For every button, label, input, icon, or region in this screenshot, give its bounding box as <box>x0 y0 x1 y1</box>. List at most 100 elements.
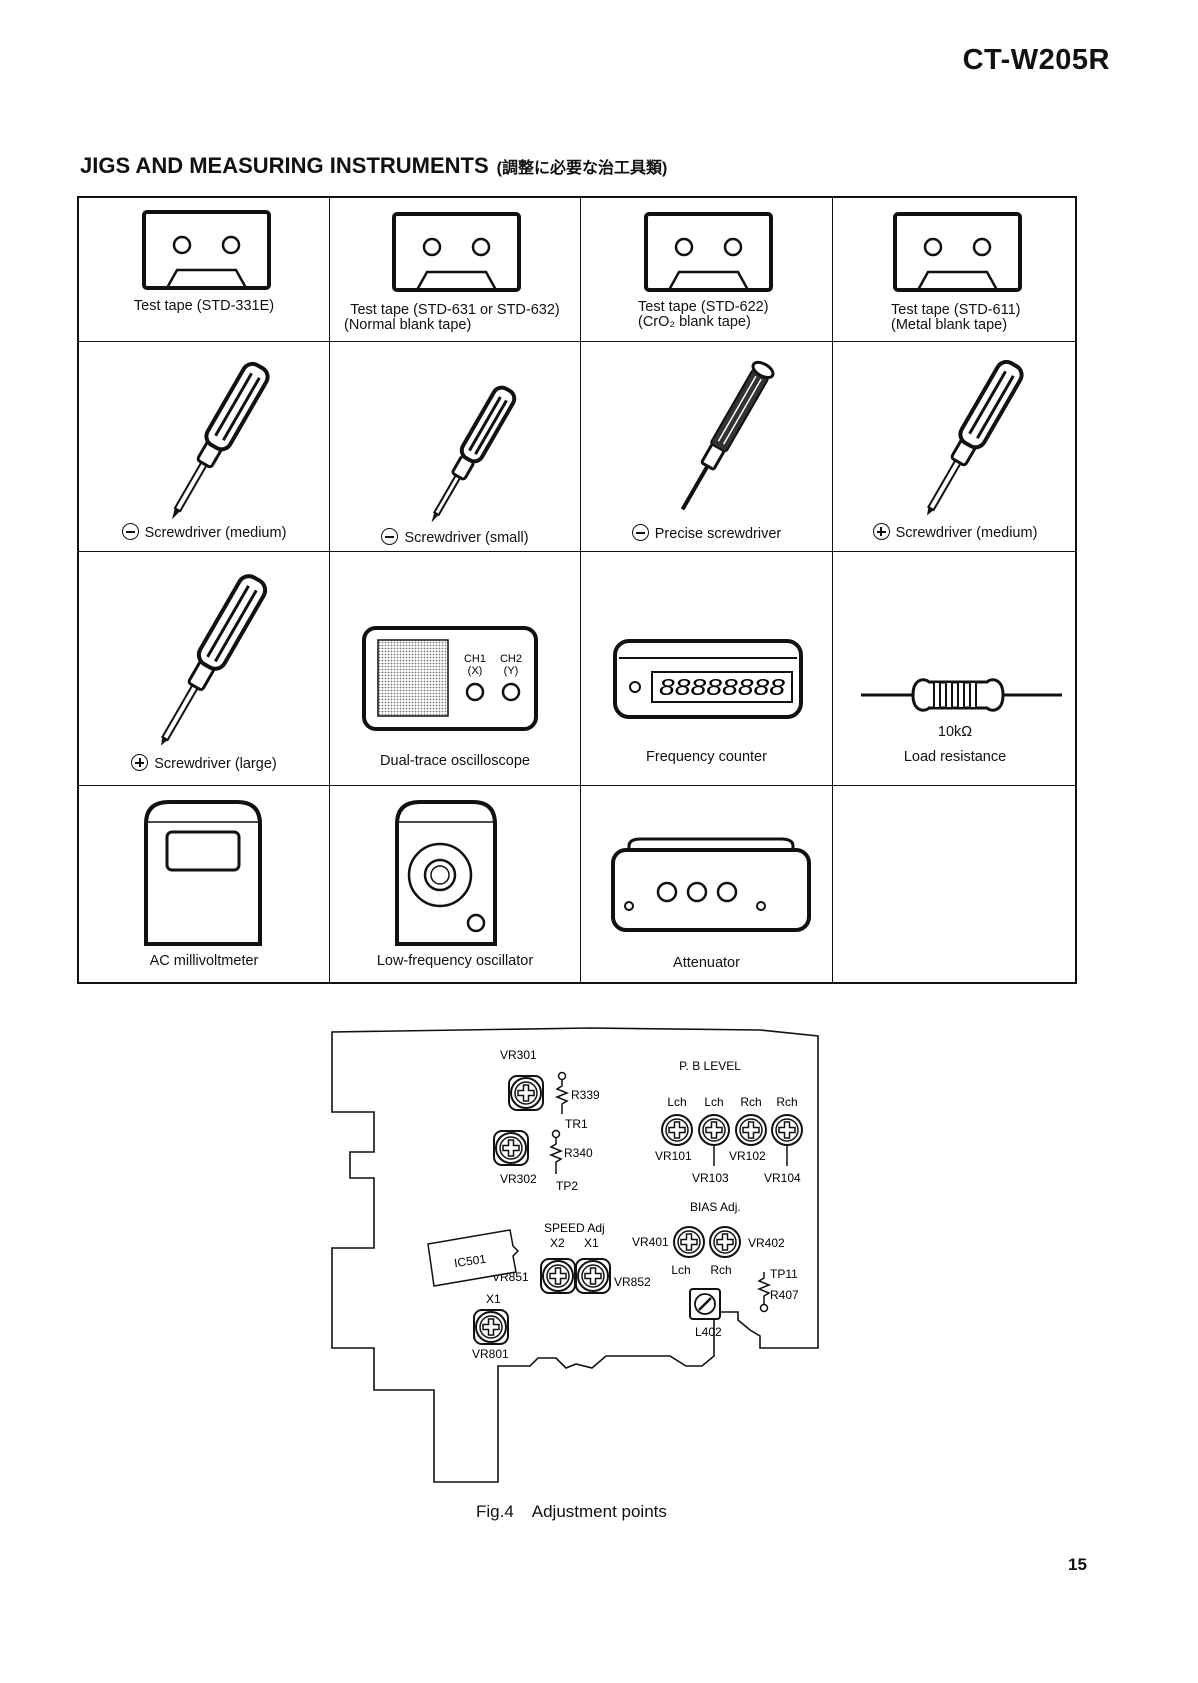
l402-coil[interactable] <box>689 1288 721 1320</box>
vr302-trimmer[interactable] <box>493 1130 529 1166</box>
resistance-value: 10kΩ <box>937 724 973 740</box>
label-lch-1: Lch <box>667 1095 686 1109</box>
resistor-icon <box>861 678 1062 712</box>
tool-label-row: Precise screwdriver <box>581 524 832 542</box>
figure-caption: Fig.4 Adjustment points <box>476 1502 667 1521</box>
tool-label-row: Screwdriver (medium) <box>79 523 329 541</box>
tool-label: Precise screwdriver <box>654 526 782 542</box>
label-vr402: VR402 <box>748 1236 785 1250</box>
ch2-label: CH2 <box>500 653 522 665</box>
ch2-input-jack <box>501 682 521 702</box>
tool-cell-phillips-screwdriver-large: Screwdriver (large) <box>79 552 330 786</box>
vr801-trimmer[interactable] <box>473 1309 509 1345</box>
cassette-icon <box>893 212 1022 292</box>
vr401-trimmer[interactable] <box>673 1226 705 1258</box>
tool-cell-test-tape-331e: Test tape (STD-331E) <box>79 198 330 342</box>
tool-cell-frequency-counter: 88888888 Frequency counter <box>581 552 833 786</box>
minus-circle-icon <box>381 528 399 545</box>
label-vr101: VR101 <box>655 1149 692 1163</box>
label-rch-3: Rch <box>710 1263 731 1277</box>
tools-table: Test tape (STD-331E) Test tape (STD-631 … <box>77 196 1077 984</box>
tool-cell-test-tape-622: Test tape (STD-622) (CrO₂ blank tape) <box>581 198 833 342</box>
label-r407: R407 <box>770 1288 799 1302</box>
label-x1-speed: X1 <box>584 1236 599 1250</box>
r339-resistor-icon <box>554 1071 570 1114</box>
label-x2: X2 <box>550 1236 565 1250</box>
vr851-trimmer[interactable] <box>540 1258 576 1294</box>
tool-sublabel: (Normal blank tape) <box>344 317 472 333</box>
flat-screwdriver-icon <box>172 361 270 520</box>
tool-label-row: Screwdriver (large) <box>79 754 329 772</box>
tool-label: AC millivoltmeter <box>149 953 259 969</box>
ch1-input-jack <box>465 682 485 702</box>
label-rch-2: Rch <box>776 1095 797 1109</box>
tool-label: Frequency counter <box>646 749 767 765</box>
tool-sublabel: (CrO₂ blank tape) <box>638 314 751 330</box>
vr852-trimmer[interactable] <box>575 1258 611 1294</box>
tool-label: Low-frequency oscillator <box>376 953 534 969</box>
ch1-label: CH1 <box>464 653 486 665</box>
adjustment-points-figure: VR301 R339 TR1 VR302 R340 TP2 P. B LEVEL… <box>331 1027 819 1483</box>
phillips-screwdriver-icon <box>927 359 1024 516</box>
oscillator-icon <box>395 800 497 946</box>
tool-cell-load-resistance: 10kΩ Load resistance <box>833 552 1077 786</box>
tool-cell-attenuator: Attenuator <box>581 786 833 984</box>
label-l402: L402 <box>695 1325 722 1339</box>
counter-display: 88888888 <box>659 674 785 700</box>
label-x1-vr801: X1 <box>486 1292 501 1306</box>
frequency-counter-icon: 88888888 <box>613 639 803 719</box>
tool-label: Dual-trace oscilloscope <box>380 753 530 769</box>
label-speed-adj: SPEED Adj <box>544 1221 605 1235</box>
label-pb-level: P. B LEVEL <box>679 1059 741 1073</box>
vr103-trimmer[interactable] <box>698 1114 730 1146</box>
label-r339: R339 <box>571 1088 600 1102</box>
tool-label: Test tape (STD-611) <box>891 302 1021 318</box>
tool-label-row: Screwdriver (medium) <box>833 523 1077 541</box>
label-r340: R340 <box>564 1146 593 1160</box>
r407-resistor-icon <box>756 1272 772 1313</box>
precise-screwdriver-icon <box>680 360 775 511</box>
tool-cell-phillips-screwdriver-medium: Screwdriver (medium) <box>833 342 1077 552</box>
tool-cell-test-tape-611: Test tape (STD-611) (Metal blank tape) <box>833 198 1077 342</box>
vr301-trimmer[interactable] <box>508 1075 544 1111</box>
tool-sublabel: (Metal blank tape) <box>891 317 1008 333</box>
plus-circle-icon <box>131 754 149 771</box>
label-bias-adj: BIAS Adj. <box>690 1200 741 1214</box>
label-vr401: VR401 <box>632 1235 669 1249</box>
section-heading: JIGS AND MEASURING INSTRUMENTS (調整に必要な治工具… <box>80 153 667 179</box>
vr402-trimmer[interactable] <box>709 1226 741 1258</box>
label-tp11: TP11 <box>770 1267 798 1281</box>
label-lch-3: Lch <box>671 1263 690 1277</box>
tool-cell-ac-millivoltmeter: AC millivoltmeter <box>79 786 330 984</box>
ch2-y-label: (Y) <box>504 665 519 677</box>
vr101-trimmer[interactable] <box>661 1114 693 1146</box>
vr102-trimmer[interactable] <box>735 1114 767 1146</box>
label-vr104: VR104 <box>764 1171 801 1185</box>
label-tp2: TP2 <box>556 1179 578 1193</box>
tool-label: Load resistance <box>903 749 1007 765</box>
cassette-icon <box>644 212 773 292</box>
tool-cell-precise-screwdriver: Precise screwdriver <box>581 342 833 552</box>
tool-cell-test-tape-631: Test tape (STD-631 or STD-632) (Normal b… <box>330 198 581 342</box>
tool-cell-oscilloscope: CH1 (X) CH2 (Y) Dual-trace oscilloscope <box>330 552 581 786</box>
tool-label: Test tape (STD-331E) <box>133 298 275 314</box>
ch1-x-label: (X) <box>468 665 483 677</box>
section-title: JIGS AND MEASURING INSTRUMENTS <box>80 153 489 178</box>
minus-circle-icon <box>121 523 139 540</box>
page-number: 15 <box>1068 1555 1087 1574</box>
flat-screwdriver-icon <box>431 385 517 523</box>
phillips-screwdriver-icon <box>161 574 268 746</box>
label-ic501: IC501 <box>453 1252 487 1270</box>
label-vr103: VR103 <box>692 1171 729 1185</box>
vr104-trimmer[interactable] <box>771 1114 803 1146</box>
r340-resistor-icon <box>548 1129 564 1174</box>
tool-label: Screwdriver (small) <box>404 530 529 546</box>
tool-cell-empty <box>833 786 1077 984</box>
pcb-outline <box>331 1027 819 1483</box>
label-rch-1: Rch <box>740 1095 761 1109</box>
attenuator-icon <box>611 837 811 932</box>
section-title-jp: (調整に必要な治工具類) <box>496 160 668 177</box>
ic501-chip <box>427 1229 520 1287</box>
tool-cell-low-frequency-oscillator: Low-frequency oscillator <box>330 786 581 984</box>
millivoltmeter-icon <box>144 800 262 946</box>
